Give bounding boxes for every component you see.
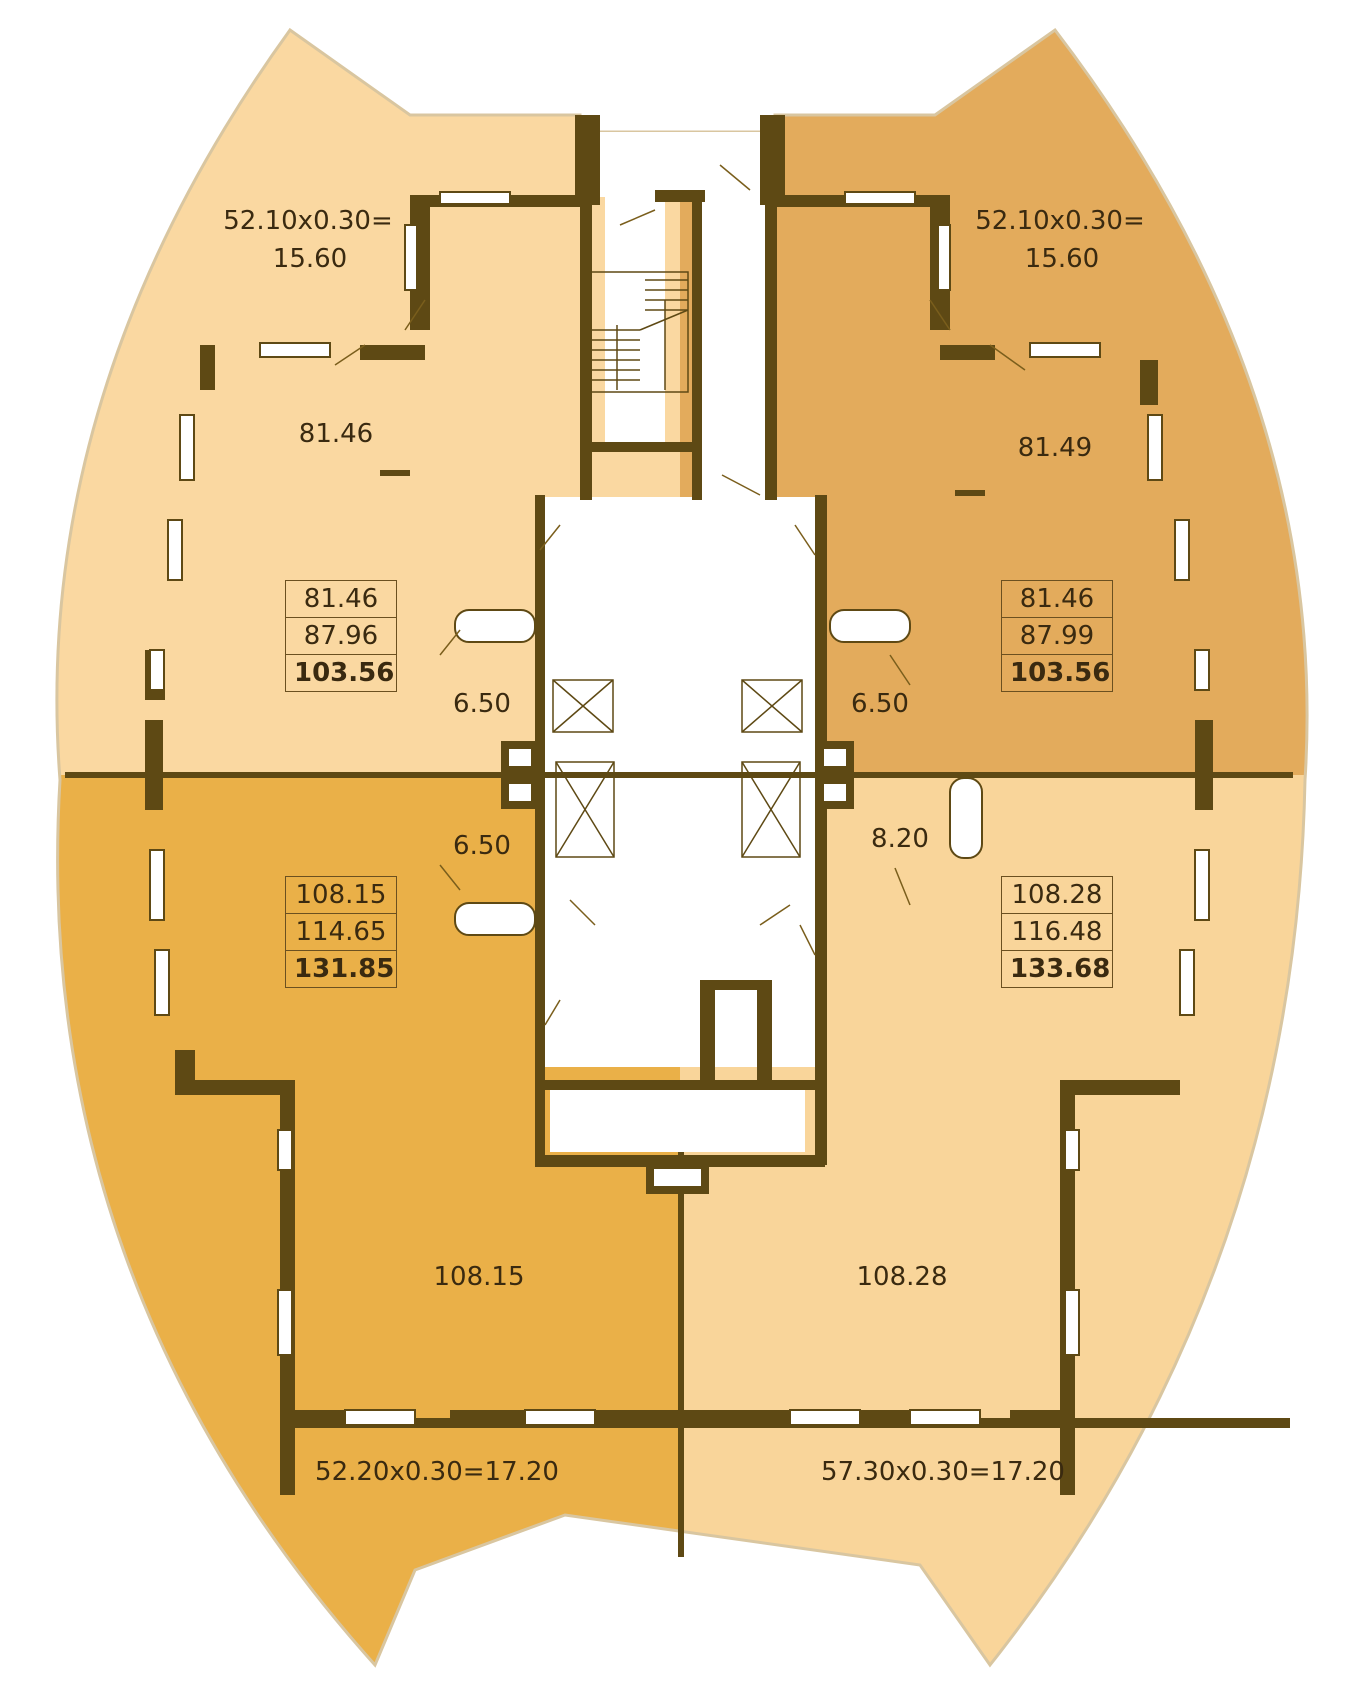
central-core xyxy=(540,132,815,1192)
unit-bottom-left-gross: 131.85 xyxy=(294,954,395,984)
building-outline xyxy=(55,27,1309,1668)
unit-bottom-right-total: 116.48 xyxy=(1002,914,1112,951)
bathtubs xyxy=(454,609,983,936)
unit-bottom-left-total: 114.65 xyxy=(286,914,396,951)
bath-left-lower-area: 6.50 xyxy=(453,831,511,861)
unit-top-right-gross: 103.56 xyxy=(1010,658,1111,688)
windows xyxy=(149,191,1210,1426)
balcony-bottom-left-label: 52.20x0.30=17.20 xyxy=(315,1457,559,1487)
unit-bottom-right-living: 108.28 xyxy=(1002,877,1112,914)
unit-top-right-summary: 81.46 87.99 103.56 xyxy=(1001,580,1113,692)
unit-top-left-summary: 81.46 87.96 103.56 xyxy=(285,580,397,692)
unit-bottom-left-living: 108.15 xyxy=(286,877,396,914)
core-details xyxy=(501,741,854,1194)
balcony-bottom-right-label: 57.30x0.30=17.20 xyxy=(821,1457,1065,1487)
balcony-top-left-label-line2: 15.60 xyxy=(272,244,348,274)
unit-top-right-living: 81.46 xyxy=(1002,581,1112,618)
unit-bottom-right-summary: 108.28 116.48 133.68 xyxy=(1001,876,1113,988)
room-top-left-area: 81.46 xyxy=(298,419,374,449)
unit-top-left-total: 87.96 xyxy=(286,618,396,655)
unit-top-right-total: 87.99 xyxy=(1002,618,1112,655)
unit-bottom-right-gross: 133.68 xyxy=(1010,954,1111,984)
bath-right-lower-area: 8.20 xyxy=(871,824,929,854)
balcony-top-right-label-line1: 52.10x0.30= xyxy=(975,206,1145,236)
unit-top-left-living: 81.46 xyxy=(286,581,396,618)
room-bottom-right-area: 108.28 xyxy=(856,1262,948,1292)
room-top-right-area: 81.49 xyxy=(1017,433,1093,463)
balcony-top-left-label-line1: 52.10x0.30= xyxy=(223,206,393,236)
balcony-top-right-label-line2: 15.60 xyxy=(1024,244,1100,274)
unit-top-left-gross: 103.56 xyxy=(294,658,395,688)
unit-bottom-left-summary: 108.15 114.65 131.85 xyxy=(285,876,397,988)
bath-right-upper-area: 6.50 xyxy=(851,689,909,719)
staircase xyxy=(589,271,689,393)
door-swings xyxy=(334,164,1026,1026)
room-bottom-left-area: 108.15 xyxy=(433,1262,525,1292)
bath-left-upper-area: 6.50 xyxy=(453,689,511,719)
